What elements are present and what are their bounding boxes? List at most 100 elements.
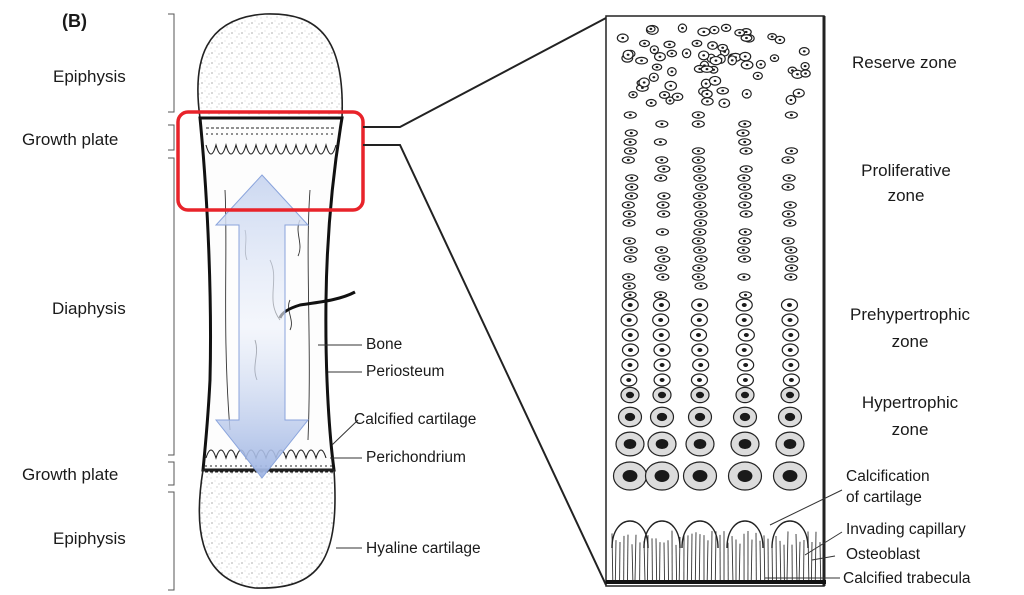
cell-nucleus xyxy=(759,63,762,65)
cell-nucleus xyxy=(659,303,664,307)
cell-nucleus xyxy=(788,318,793,322)
cell-nucleus xyxy=(721,90,724,92)
cell-nucleus xyxy=(662,195,665,197)
cell-nucleus xyxy=(723,102,726,104)
cell-nucleus xyxy=(697,276,700,278)
cell-nucleus xyxy=(788,222,791,224)
cell-nucleus xyxy=(623,470,638,482)
cell-nucleus xyxy=(715,60,718,62)
cell-nucleus xyxy=(788,348,793,352)
magnification-connectors xyxy=(363,18,606,585)
cell-nucleus xyxy=(745,213,748,215)
cell-nucleus xyxy=(745,31,748,33)
cell-nucleus xyxy=(756,75,759,77)
cell-nucleus xyxy=(697,114,700,116)
cell-nucleus xyxy=(676,96,679,98)
cell-nucleus xyxy=(706,68,709,70)
cell-nucleus xyxy=(628,285,631,287)
cell-nucleus xyxy=(796,73,799,75)
cell-nucleus xyxy=(661,231,664,233)
cell-nucleus xyxy=(789,249,792,251)
cell-nucleus xyxy=(670,71,673,73)
cell-nucleus xyxy=(787,213,790,215)
trabecula-stroke xyxy=(760,541,761,580)
zone-calcified-trabecula: Calcified trabecula xyxy=(843,569,971,588)
cell-nucleus xyxy=(697,267,700,269)
cell-nucleus xyxy=(628,303,633,307)
zone-invading-capillary: Invading capillary xyxy=(846,520,966,539)
zone-hypertrophic: Hypertrophic zone xyxy=(846,392,974,441)
cell-nucleus xyxy=(746,64,749,66)
cell-nucleus xyxy=(743,186,746,188)
cell-nucleus xyxy=(693,470,708,482)
cell-nucleus xyxy=(698,168,701,170)
zone-hypertrophic-line1: Hypertrophic xyxy=(846,392,974,413)
cell-nucleus xyxy=(789,204,792,206)
cell-nucleus xyxy=(778,39,781,41)
cell-nucleus xyxy=(700,213,703,215)
cell-nucleus xyxy=(669,99,672,101)
cell-nucleus xyxy=(785,413,795,421)
cell-nucleus xyxy=(643,81,646,83)
cell-nucleus xyxy=(788,333,793,337)
cell-nucleus xyxy=(788,177,791,179)
trabecula-stroke xyxy=(772,544,773,580)
cell-nucleus xyxy=(744,333,749,337)
cell-nucleus xyxy=(659,141,662,143)
cell-nucleus xyxy=(659,294,662,296)
cell-nucleus xyxy=(660,159,663,161)
cell-nucleus xyxy=(625,413,635,421)
zone-proliferative-line2: zone xyxy=(846,185,966,206)
cell-nucleus xyxy=(662,204,665,206)
cell-nucleus xyxy=(696,392,704,398)
cell-nucleus xyxy=(738,32,741,34)
cell-nucleus xyxy=(627,54,630,56)
cell-nucleus xyxy=(706,100,709,102)
cell-nucleus xyxy=(629,258,632,260)
cell-nucleus xyxy=(744,294,747,296)
cell-nucleus xyxy=(662,258,665,260)
cell-nucleus xyxy=(628,240,631,242)
cell-nucleus xyxy=(787,159,790,161)
cell-nucleus xyxy=(658,392,666,398)
zone-prehypertrophic: Prehypertrophic zone xyxy=(840,304,980,353)
cell-nucleus xyxy=(696,333,701,337)
label-diaphysis: Diaphysis xyxy=(52,298,126,319)
cell-nucleus xyxy=(656,66,659,68)
cell-nucleus xyxy=(621,37,624,39)
callout-hyaline-cartilage: Hyaline cartilage xyxy=(366,539,481,558)
zone-prehypertrophic-line2: zone xyxy=(840,331,980,352)
label-epiphysis-top: Epiphysis xyxy=(53,66,126,87)
cell-nucleus xyxy=(742,318,747,322)
cell-nucleus xyxy=(629,114,632,116)
cell-nucleus xyxy=(626,392,634,398)
cell-nucleus xyxy=(742,276,745,278)
cell-nucleus xyxy=(670,52,673,54)
cell-nucleus xyxy=(632,94,635,96)
cell-nucleus xyxy=(711,44,714,46)
cell-nucleus xyxy=(714,80,717,82)
cell-nucleus xyxy=(706,93,709,95)
cell-nucleus xyxy=(627,276,630,278)
cell-nucleus xyxy=(784,439,797,449)
cell-nucleus xyxy=(660,123,663,125)
cell-nucleus xyxy=(790,99,793,101)
cell-nucleus xyxy=(653,49,656,51)
cell-nucleus xyxy=(743,123,746,125)
cell-nucleus xyxy=(743,363,748,367)
cell-nucleus xyxy=(740,413,750,421)
cell-nucleus xyxy=(741,392,749,398)
label-epiphysis-bottom: Epiphysis xyxy=(53,528,126,549)
cell-nucleus xyxy=(725,27,728,29)
cell-nucleus xyxy=(697,240,700,242)
callout-periosteum: Periosteum xyxy=(366,362,444,381)
epiphysis-top-shape xyxy=(198,14,342,118)
cell-nucleus xyxy=(743,204,746,206)
cell-nucleus xyxy=(662,213,665,215)
zone-calcification: Calcification of cartilage xyxy=(846,467,930,508)
cell-nucleus xyxy=(661,276,664,278)
cell-nucleus xyxy=(697,318,702,322)
cell-nucleus xyxy=(657,413,667,421)
cell-nucleus xyxy=(804,65,807,67)
label-growth-plate-top: Growth plate xyxy=(22,129,118,150)
